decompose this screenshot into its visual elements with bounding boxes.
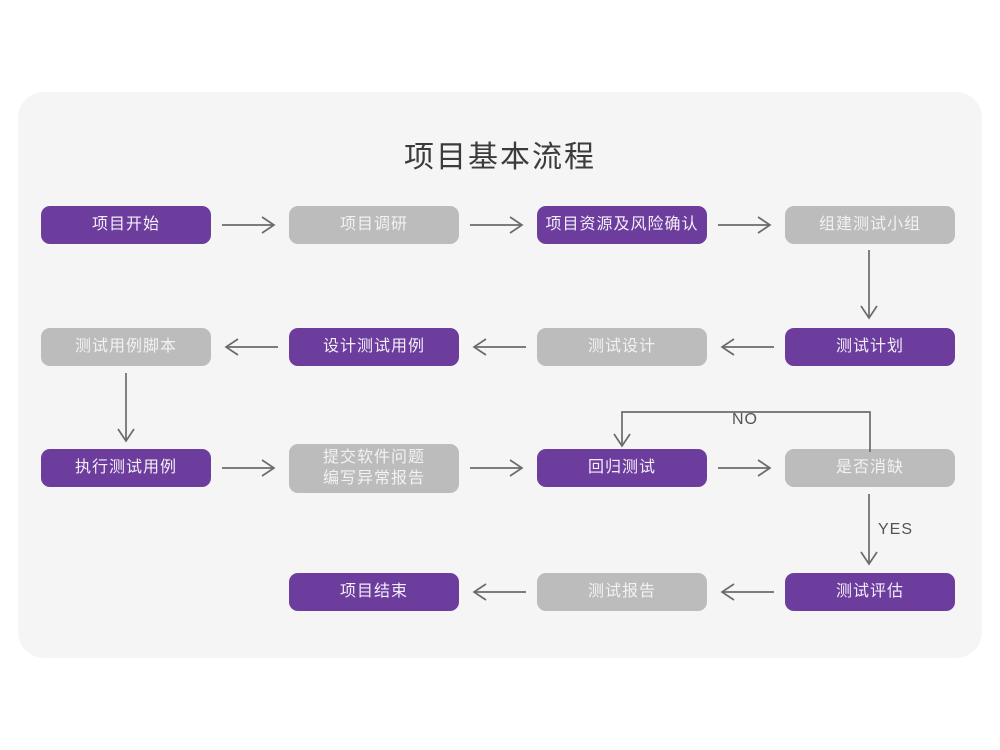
node-label: 测试计划 <box>835 337 904 355</box>
node-label-line1: 提交软件问题 <box>322 449 425 467</box>
page-title: 项目基本流程 <box>404 141 596 174</box>
node-test-evaluation[interactable]: 测试评估 <box>785 573 955 611</box>
node-label: 项目调研 <box>339 215 408 233</box>
node-design-test-case[interactable]: 设计测试用例 <box>289 328 459 366</box>
node-form-test-team[interactable]: 组建测试小组 <box>785 206 955 244</box>
flowchart-card <box>18 92 982 658</box>
node-label: 设计测试用例 <box>322 337 425 355</box>
node-defect-cleared[interactable]: 是否消缺 <box>785 449 955 487</box>
node-submit-issue-report[interactable]: 提交软件问题 编写异常报告 <box>289 444 459 493</box>
node-label: 测试用例脚本 <box>74 337 177 355</box>
node-test-design[interactable]: 测试设计 <box>537 328 707 366</box>
node-label-line2: 编写异常报告 <box>322 469 425 487</box>
edge-label-yes: YES <box>878 521 914 538</box>
node-label: 项目开始 <box>91 215 160 233</box>
node-label: 项目资源及风险确认 <box>545 215 699 233</box>
node-label: 测试设计 <box>587 337 656 355</box>
edge-label-no: NO <box>732 411 758 428</box>
node-regression-test[interactable]: 回归测试 <box>537 449 707 487</box>
node-label: 是否消缺 <box>835 458 904 476</box>
node-project-start[interactable]: 项目开始 <box>41 206 211 244</box>
node-project-end[interactable]: 项目结束 <box>289 573 459 611</box>
node-label: 组建测试小组 <box>818 215 921 233</box>
node-test-report[interactable]: 测试报告 <box>537 573 707 611</box>
node-label: 执行测试用例 <box>74 458 177 476</box>
node-test-case-script[interactable]: 测试用例脚本 <box>41 328 211 366</box>
node-label: 测试评估 <box>835 582 904 600</box>
node-project-research[interactable]: 项目调研 <box>289 206 459 244</box>
node-resource-risk-confirm[interactable]: 项目资源及风险确认 <box>537 206 707 244</box>
node-label: 测试报告 <box>587 582 656 600</box>
node-test-plan[interactable]: 测试计划 <box>785 328 955 366</box>
node-execute-test-case[interactable]: 执行测试用例 <box>41 449 211 487</box>
node-label: 回归测试 <box>587 458 656 476</box>
node-label: 项目结束 <box>339 582 408 600</box>
